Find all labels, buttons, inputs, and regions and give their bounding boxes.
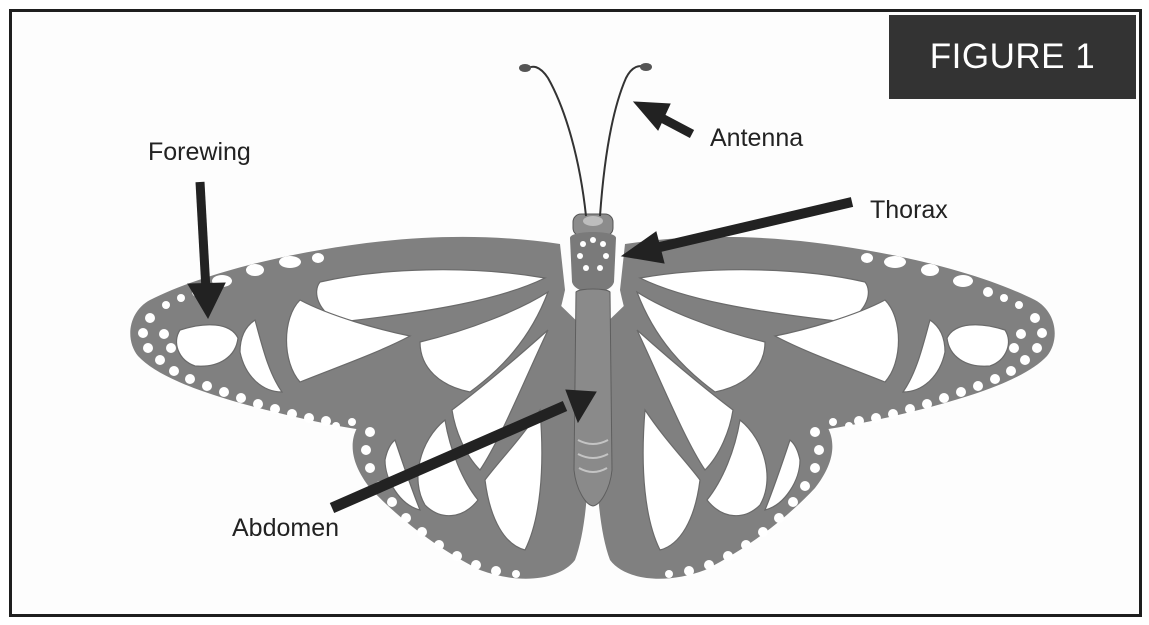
thorax-label: Thorax <box>870 196 948 225</box>
forewing-label: Forewing <box>148 138 251 167</box>
antenna-arrow <box>634 102 692 134</box>
antenna-label: Antenna <box>710 124 803 153</box>
abdomen-label: Abdomen <box>232 514 339 543</box>
